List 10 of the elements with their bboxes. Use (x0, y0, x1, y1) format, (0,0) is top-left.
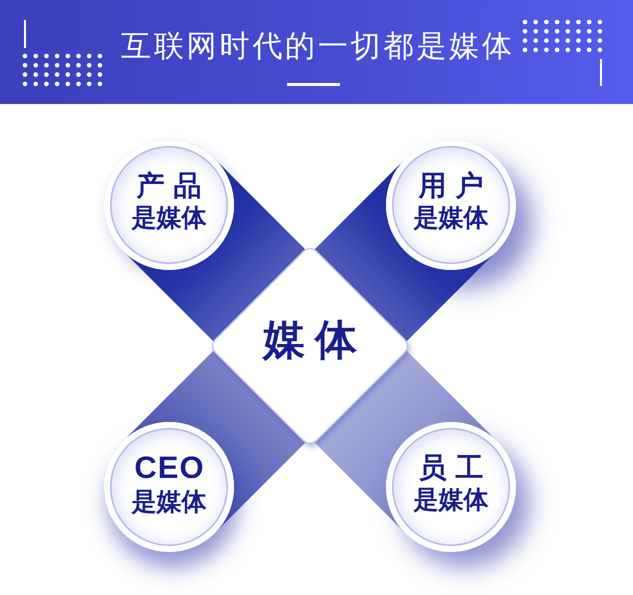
heading-text: 用户 (417, 170, 492, 202)
caption-text: 是媒体 (132, 488, 206, 516)
heading-text: CEO (133, 450, 205, 486)
caption-text: 是媒体 (414, 204, 488, 232)
caption-text: 是媒体 (132, 204, 206, 232)
caption-text: 是媒体 (414, 486, 488, 514)
heading-text: 产品 (135, 170, 210, 202)
heading-text: 员工 (418, 452, 492, 484)
keyword-text: 媒体 (261, 316, 367, 364)
page-title: 互联网时代的一切都是媒体 (120, 29, 515, 65)
